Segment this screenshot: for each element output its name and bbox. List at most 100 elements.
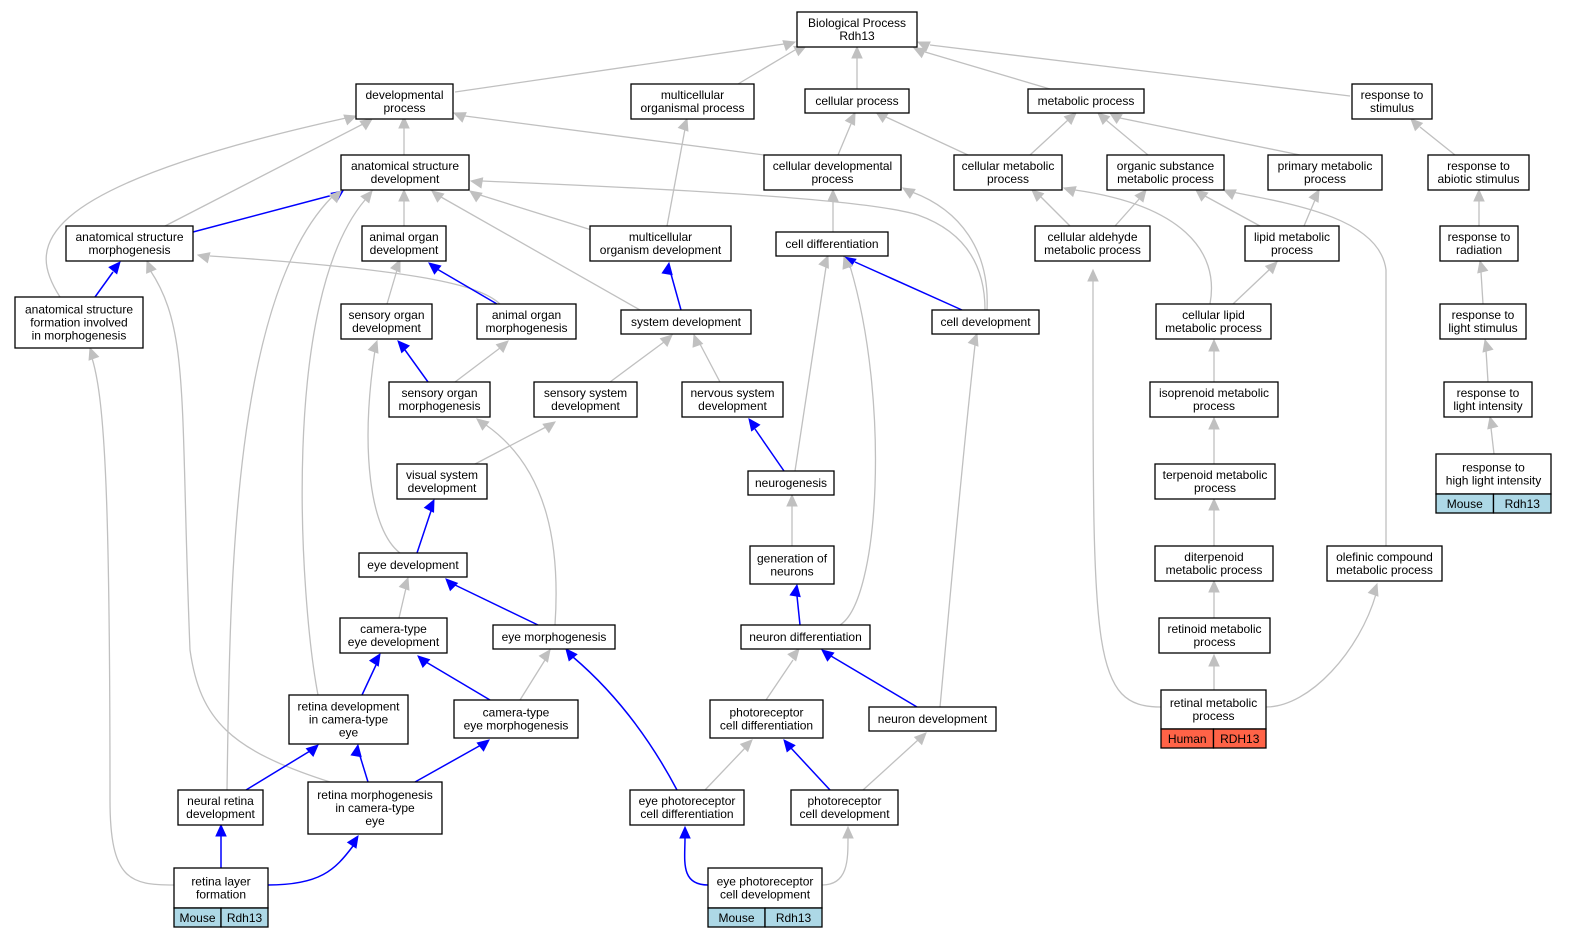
node-box — [1439, 303, 1527, 340]
node-neurogenesis[interactable]: neurogenesis — [747, 470, 835, 496]
node-neuron-diff[interactable]: neuron differentiation — [740, 624, 871, 650]
arrowhead — [469, 177, 484, 189]
edge-cam_eye_morph-to-eye_morph — [519, 649, 551, 701]
node-cell-development[interactable]: cell development — [931, 309, 1040, 335]
node-label-line: primary metabolic — [1278, 159, 1373, 173]
edge-cell_ald-to-cell_metab — [1031, 189, 1071, 227]
arrowhead — [787, 648, 800, 662]
arrowhead — [1063, 112, 1077, 125]
edge-line — [301, 199, 366, 696]
edge-line — [1119, 117, 1301, 156]
edge-line — [1490, 427, 1495, 455]
node-label-line: cellular lipid — [1182, 308, 1245, 322]
node-label-line: camera-type — [483, 706, 550, 720]
node-box — [1034, 225, 1151, 262]
edge-organ_morph-to-organ_dev — [428, 262, 498, 305]
node-eye-dev[interactable]: eye development — [358, 552, 468, 578]
node-label-line: cellular developmental — [773, 159, 892, 173]
edge-cell_dev_proc-to-dev_proc — [452, 112, 765, 156]
node-eye-morph[interactable]: eye morphogenesis — [492, 624, 616, 650]
node-label-line: eye morphogenesis — [464, 719, 569, 733]
node-box — [1027, 88, 1145, 114]
edge-line — [830, 655, 918, 708]
edge-multi_org_dev-to-anat_dev — [469, 190, 599, 233]
node-label-line: in camera-type — [335, 801, 415, 815]
edge-retina_dev-to-anat_dev — [301, 190, 373, 696]
edge-neuron_development-to-cell_development — [939, 332, 979, 708]
edge-line — [1204, 195, 1261, 227]
node-cell-proc[interactable]: cellular process — [804, 88, 910, 114]
arrowhead — [1308, 188, 1320, 203]
node-box — [1351, 83, 1433, 120]
node-label-line: response to — [1462, 461, 1525, 475]
node-label-line: developmental — [365, 88, 443, 102]
node-sys-dev[interactable]: system development — [620, 309, 752, 335]
node-neuron-development[interactable]: neuron development — [868, 706, 997, 732]
edge-eye_photo_diff-to-eye_morph — [565, 648, 678, 791]
arrowhead — [783, 739, 796, 753]
node-cell-diff[interactable]: cell differentiation — [775, 231, 889, 257]
node-label-line: formation involved — [30, 316, 127, 330]
gene-label: RDH13 — [1220, 732, 1260, 746]
arrowhead — [196, 252, 211, 264]
node-label-line: abiotic stimulus — [1437, 172, 1519, 186]
node-label-line: process — [811, 172, 853, 186]
node-label-line: eye photoreceptor — [639, 794, 736, 808]
node-metab-proc[interactable]: metabolic process — [1027, 88, 1145, 114]
node-label-line: cell development — [720, 888, 811, 902]
edge-resp_high_light-to-resp_light_int — [1487, 415, 1499, 455]
node-box — [396, 463, 488, 500]
node-box — [707, 867, 823, 909]
arrowhead — [659, 334, 673, 347]
graph-edges — [45, 40, 1499, 886]
arrowhead — [367, 339, 379, 354]
node-label-line: neuron development — [878, 712, 988, 726]
node-label-line: formation — [196, 888, 246, 902]
